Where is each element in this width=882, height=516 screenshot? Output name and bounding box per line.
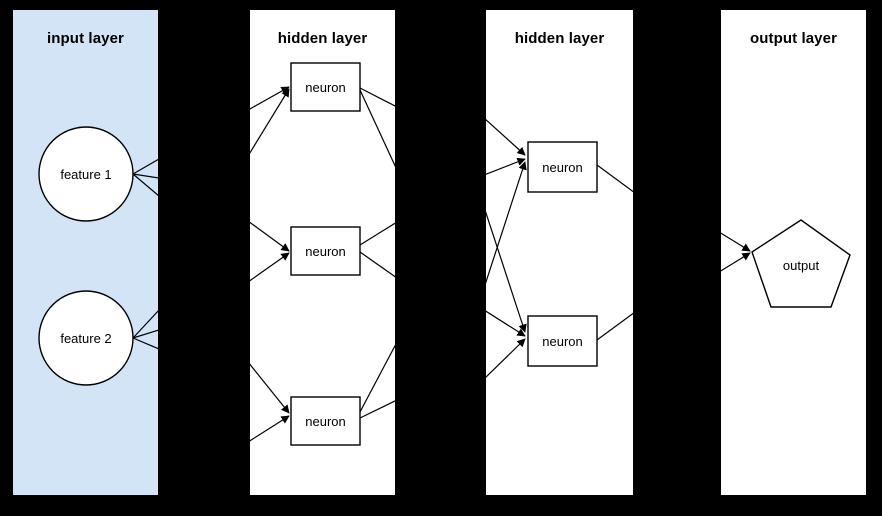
feature-1-edges [132,158,158,196]
neuron-5-shape[interactable] [527,315,598,367]
incoming-edges-output [721,232,751,272]
layer-hidden-2-edges [486,118,633,378]
incoming-edges-neuron-5 [486,211,527,378]
layer-input-edges [38,126,158,386]
incoming-edges-neuron-1 [250,86,290,154]
layer-input[interactable]: input layer feature 1 feature 2 [13,10,158,495]
feature-2-edges [132,310,158,350]
layer-hidden-2-title: hidden layer [514,30,605,47]
neuron-4-shape[interactable] [527,141,598,193]
layer-output-edges [721,219,851,308]
neuron-3-shape[interactable] [290,396,361,446]
layer-hidden-1-edges [250,62,395,446]
neuron-2-shape[interactable] [290,226,361,276]
incoming-edges-neuron-2 [250,221,290,282]
feature-1-shape[interactable] [38,126,134,222]
layer-hidden-2[interactable]: hidden layer neuron neuron [486,10,633,495]
incoming-edges-neuron-3 [250,363,290,442]
output-shape[interactable] [751,219,851,308]
neuron-1-shape[interactable] [290,62,361,112]
layer-input-title: input layer [47,30,124,47]
feature-2-shape[interactable] [38,290,134,386]
layer-hidden-1-title: hidden layer [277,30,368,47]
layer-output-title: output layer [749,30,838,47]
outgoing-edges-hidden-2 [596,164,633,341]
outgoing-edges-hidden-1 [359,87,395,419]
layer-hidden-1[interactable]: hidden layer neuron neuron neuron [250,10,395,495]
incoming-edges-neuron-4 [486,118,527,284]
layer-output[interactable]: output layer output [721,10,866,495]
